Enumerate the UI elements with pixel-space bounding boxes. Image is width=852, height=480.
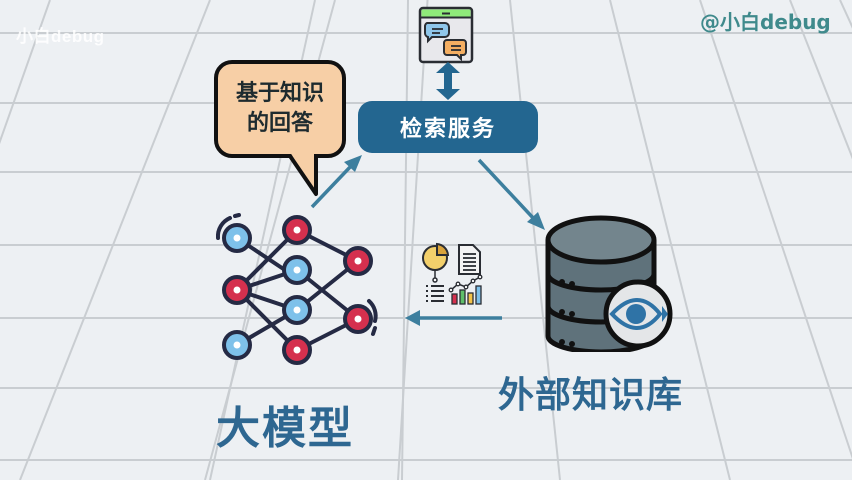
chat-window-icon [418,6,474,64]
watermark-brand: @小白debug [700,10,831,34]
arrow-service-to-kb [477,158,537,222]
retrieval-service-node: 检索服务 [358,101,538,153]
llm-label: 大模型 [216,403,354,454]
bubble-line-2: 的回答 [246,111,313,136]
bubble-line-1: 基于知识 [235,81,324,106]
bidirectional-arrow-icon [436,62,460,100]
documents-charts-icon [422,242,483,305]
knowledge-base-label: 外部知识库 [498,375,684,416]
speech-bubble-tail [288,152,318,196]
retrieval-service-label: 检索服务 [399,117,496,142]
speech-bubble: 基于知识 的回答 [214,60,346,158]
arrow-llm-to-service [310,163,354,209]
database-eye-icon [545,215,673,352]
watermark-faint: 小白debug [16,27,105,46]
neural-network-icon [215,213,378,365]
